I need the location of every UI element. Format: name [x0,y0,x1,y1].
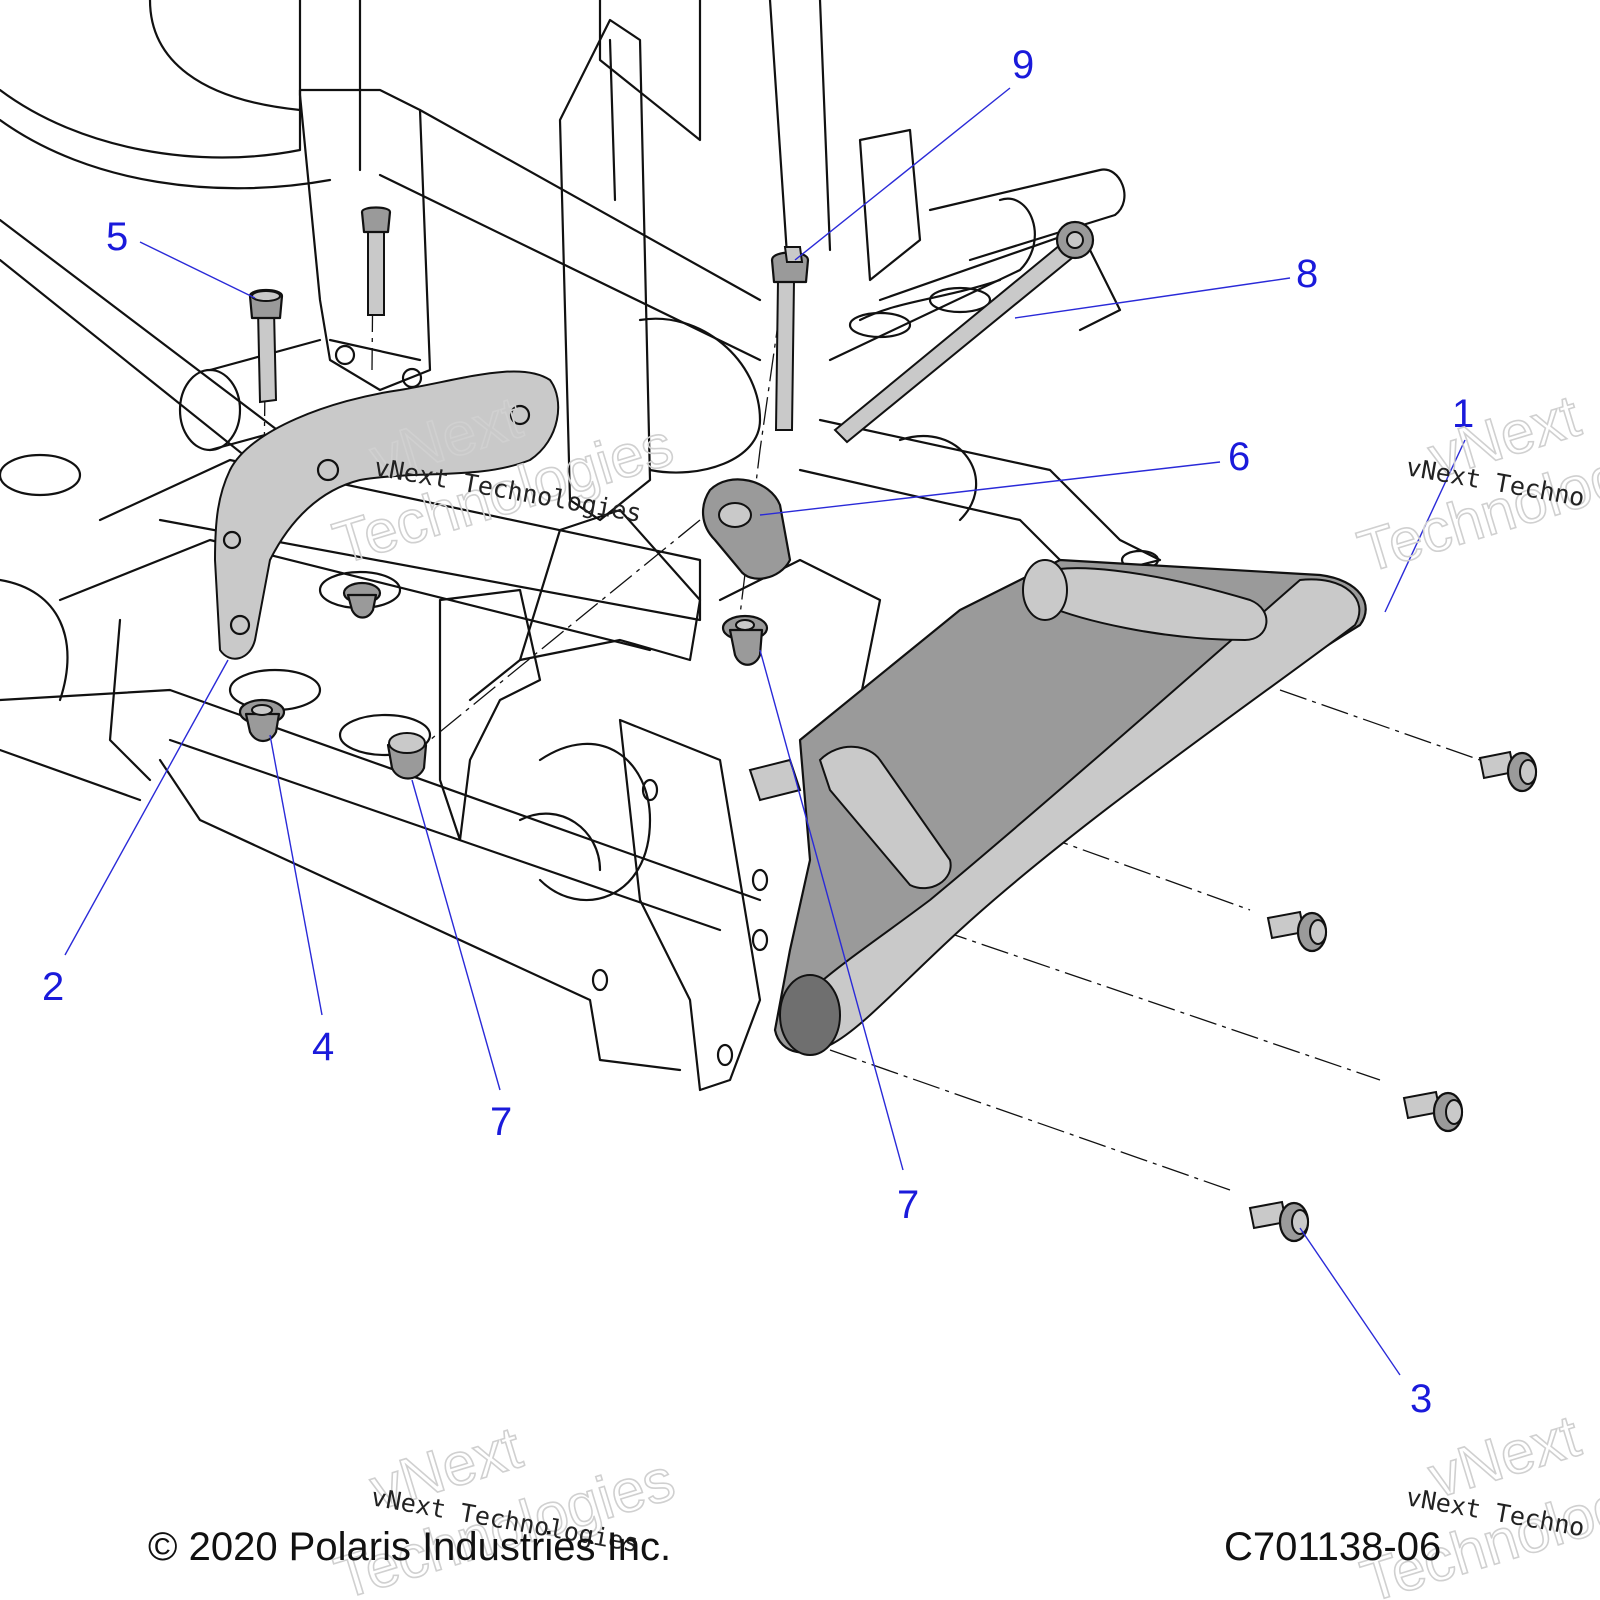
flange-nut-near-arm [748,758,802,802]
a-arm-cross-tube [818,745,952,890]
copyright-text: © 2020 Polaris Industries Inc. [148,1525,671,1569]
callout-7-left: 7 [490,1100,512,1144]
flange-nut-upper-left [342,581,382,619]
callout-9: 9 [1012,43,1034,87]
callout-1: 1 [1452,392,1474,436]
callout-5: 5 [106,215,128,259]
flange-nut-part-7-left [386,732,428,780]
mount-part-6 [702,478,792,580]
flange-bolt-part-3-b [1266,910,1328,953]
callout-6: 6 [1228,435,1250,479]
flange-bolt-part-3-a [1478,750,1538,793]
callout-numbers: 1 2 3 4 5 6 7 7 8 9 [42,43,1474,1421]
flange-bolt-part-3-c [1402,1090,1464,1133]
bolt-upper-plate [360,206,392,316]
bracket-part-2 [213,370,560,660]
callout-7-right: 7 [897,1183,919,1227]
callout-leaders [64,87,1466,1376]
callout-2: 2 [42,965,64,1009]
vehicle-frame-line-art [0,0,1162,1092]
bolt-part-9 [770,246,810,431]
callout-4: 4 [312,1025,334,1069]
parts [213,206,1538,1243]
bolt-part-8 [833,220,1095,444]
flange-nut-part-7-right [721,614,769,666]
flange-bolt-part-3-d [1248,1200,1310,1243]
callout-3: 3 [1410,1377,1432,1421]
flange-nut-part-4 [238,698,286,743]
bolt-part-5 [248,288,284,404]
callout-8: 8 [1296,252,1318,296]
drawing-number: C701138-06 [1224,1525,1441,1569]
